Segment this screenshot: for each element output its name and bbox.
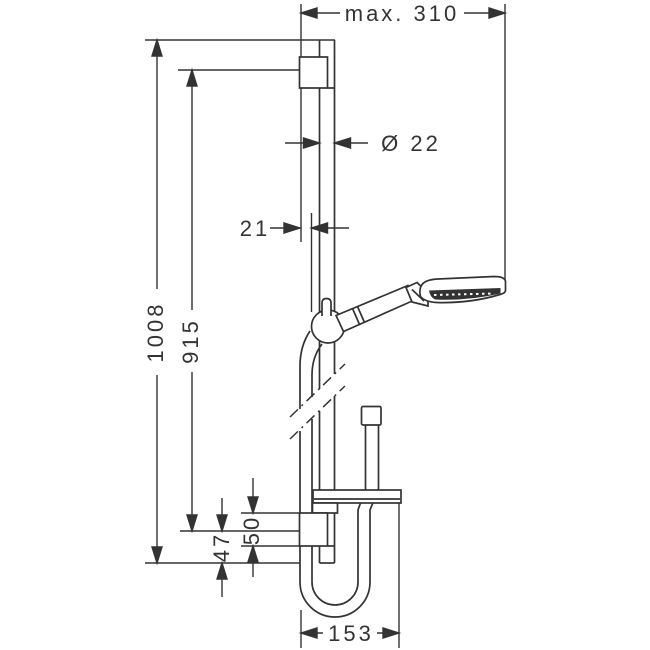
arrowhead — [298, 7, 318, 19]
arrowhead — [186, 67, 198, 87]
dim-label-overall-height: 1008 — [143, 301, 168, 363]
shower-hose — [299, 330, 382, 618]
hand-shower-head — [419, 275, 507, 304]
arrowhead — [488, 7, 508, 19]
arrowhead — [151, 546, 163, 566]
break-marks — [289, 363, 346, 440]
arrowhead — [298, 627, 318, 639]
dim-label-lower-offset-50: 50 — [239, 514, 264, 546]
arrowhead — [186, 514, 198, 534]
dim-label-wall-offset: 21 — [239, 216, 271, 241]
arrowhead — [283, 222, 303, 234]
lower-wall-bracket — [298, 512, 335, 547]
soap-shelf — [311, 489, 402, 514]
arrowhead — [382, 627, 402, 639]
arrowhead — [247, 543, 259, 563]
dim-label-hose-loop-width: 153 — [328, 621, 374, 646]
dim-label-rail-diameter: Ø 22 — [381, 131, 441, 156]
dimension-lines — [145, 4, 508, 648]
arrowhead — [247, 496, 259, 516]
arrowhead — [151, 37, 163, 57]
hand-shower-handle — [334, 284, 416, 333]
slider-pin — [321, 297, 332, 316]
arrowhead — [332, 137, 352, 149]
shower-set — [289, 40, 507, 618]
dim-label-lower-offset-47: 47 — [209, 531, 234, 563]
dim-label-max-width: max. 310 — [344, 1, 460, 26]
dim-label-bar-height: 915 — [178, 318, 203, 364]
shelf-clamp — [311, 502, 339, 514]
arrowhead — [216, 560, 228, 580]
spray-nozzles — [433, 292, 495, 296]
arrowhead — [302, 137, 322, 149]
arrowhead — [216, 514, 228, 534]
hose-connector — [360, 405, 382, 426]
upper-wall-bracket — [298, 56, 335, 89]
